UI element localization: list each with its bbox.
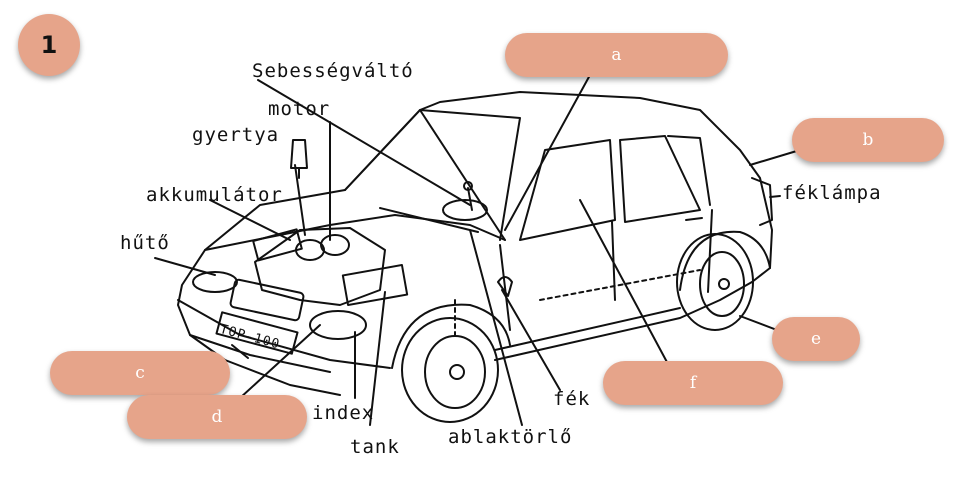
- label-huto: hűtő: [120, 232, 170, 254]
- task-number: 1: [40, 31, 58, 59]
- blank-c[interactable]: c: [50, 351, 230, 395]
- blank-e-label: e: [810, 329, 822, 349]
- task-number-badge: 1: [18, 14, 80, 76]
- blank-e[interactable]: e: [772, 317, 860, 361]
- label-gyertya: gyertya: [192, 124, 280, 146]
- label-tank: tank: [350, 436, 400, 458]
- blank-b[interactable]: b: [792, 118, 944, 162]
- label-fek: fék: [553, 388, 591, 410]
- label-akkumulator: akkumulátor: [146, 184, 283, 206]
- blank-c-label: c: [135, 363, 145, 383]
- blank-b-label: b: [862, 130, 874, 150]
- blank-f[interactable]: f: [603, 361, 783, 405]
- label-feklampa: féklámpa: [782, 182, 882, 204]
- blank-a[interactable]: a: [505, 33, 728, 77]
- label-ablaktorlo: ablaktörlő: [448, 426, 573, 448]
- label-sebessegvalto: Sebességváltó: [252, 60, 414, 82]
- label-index: index: [312, 402, 375, 424]
- blank-d-label: d: [211, 407, 223, 427]
- blank-a-label: a: [611, 45, 622, 65]
- label-motor: motor: [268, 98, 331, 120]
- blank-f-label: f: [689, 373, 697, 393]
- blank-d[interactable]: d: [127, 395, 307, 439]
